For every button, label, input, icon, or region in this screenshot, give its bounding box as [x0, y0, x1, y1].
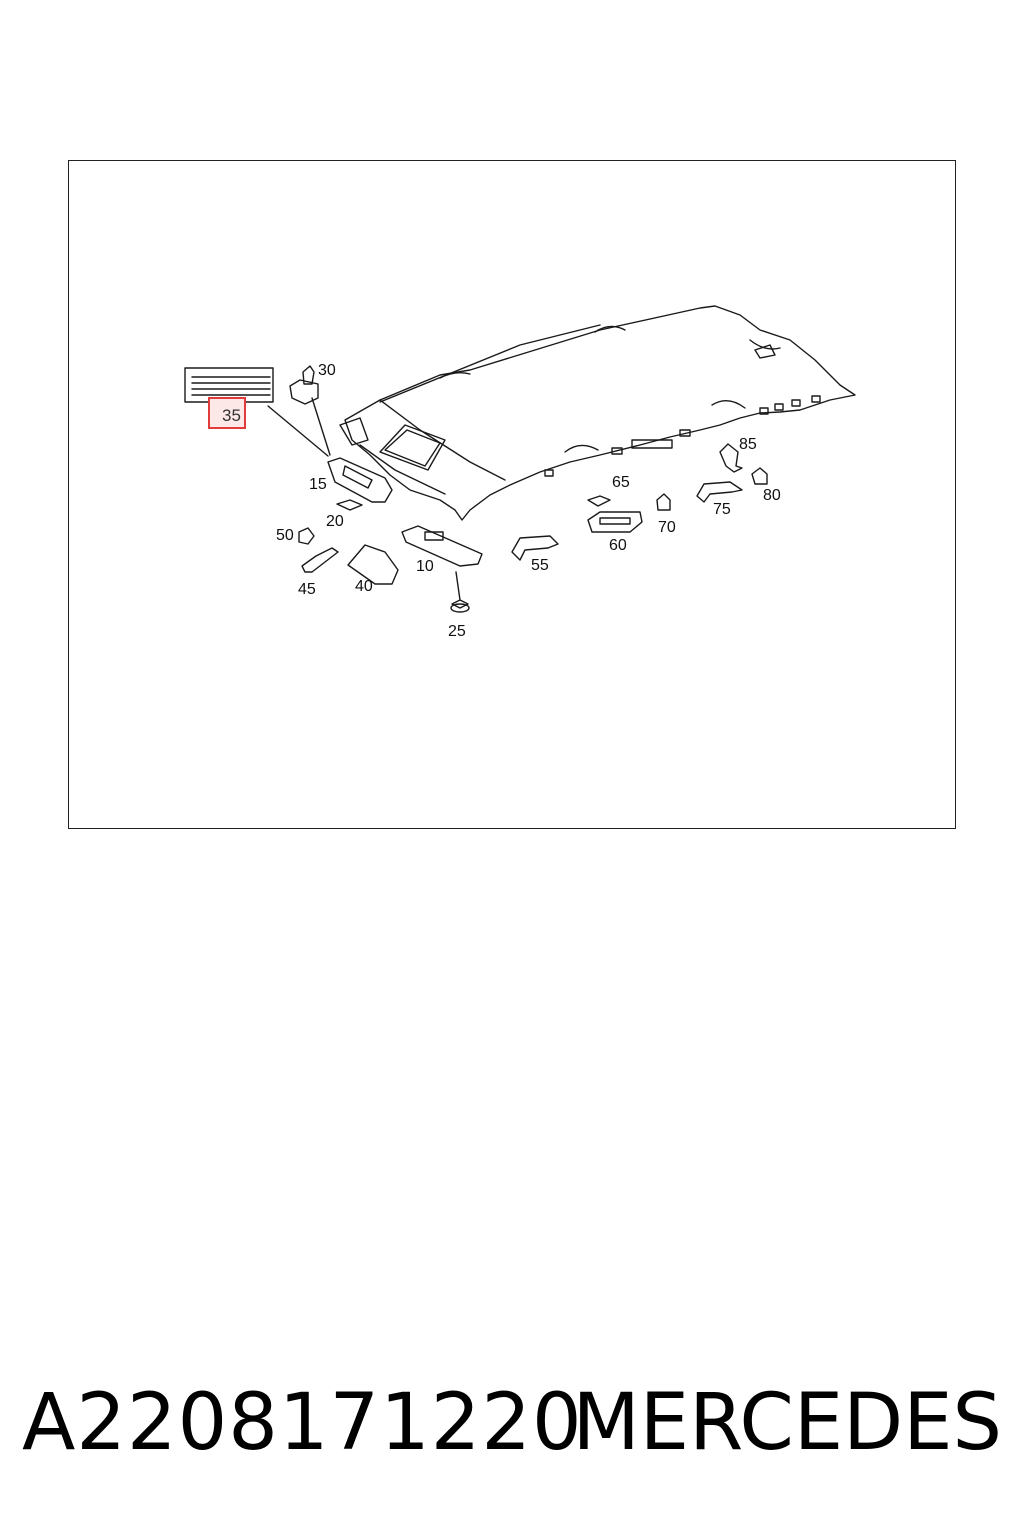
clip-part-70	[656, 493, 671, 511]
bulb-part-65	[587, 495, 611, 507]
plug-part	[719, 443, 743, 473]
callout-60: 60	[609, 537, 627, 554]
callout-25: 25	[448, 623, 466, 640]
callout-30: 30	[318, 362, 336, 379]
callout-20: 20	[326, 513, 344, 530]
callout-85: 85	[739, 436, 757, 453]
console-part	[401, 525, 483, 567]
callout-40: 40	[355, 578, 373, 595]
grab-handle-part-55	[511, 535, 559, 561]
callout-75: 75	[713, 501, 731, 518]
callout-70: 70	[658, 519, 676, 536]
callout-50: 50	[276, 527, 294, 544]
label-sticker-part	[184, 367, 274, 403]
callout-55: 55	[531, 557, 549, 574]
diagram-frame	[68, 160, 956, 829]
headliner-panel	[344, 305, 856, 521]
clip-part-30	[289, 365, 319, 405]
screw-part	[451, 571, 469, 609]
sun-visor-part	[327, 457, 393, 503]
callout-45: 45	[298, 581, 316, 598]
footer: A2208171220 MERCEDES	[0, 1368, 1024, 1478]
grab-handle-part-75	[696, 481, 743, 503]
callout-10: 10	[416, 558, 434, 575]
callout-80: 80	[763, 487, 781, 504]
lamp-housing-part	[587, 511, 643, 533]
clip-part-80	[751, 467, 768, 485]
callout-15: 15	[309, 476, 327, 493]
brand-name: MERCEDES	[572, 1378, 1003, 1468]
bulb-part	[336, 499, 363, 511]
bracket-part	[301, 547, 339, 573]
callout-35: 35	[222, 406, 241, 425]
cap-part	[298, 527, 315, 545]
callout-65: 65	[612, 474, 630, 491]
mirror-part	[347, 544, 399, 585]
highlighted-callout-box	[208, 397, 246, 429]
sunroof-opening	[379, 424, 446, 471]
part-number: A2208171220	[22, 1378, 583, 1468]
